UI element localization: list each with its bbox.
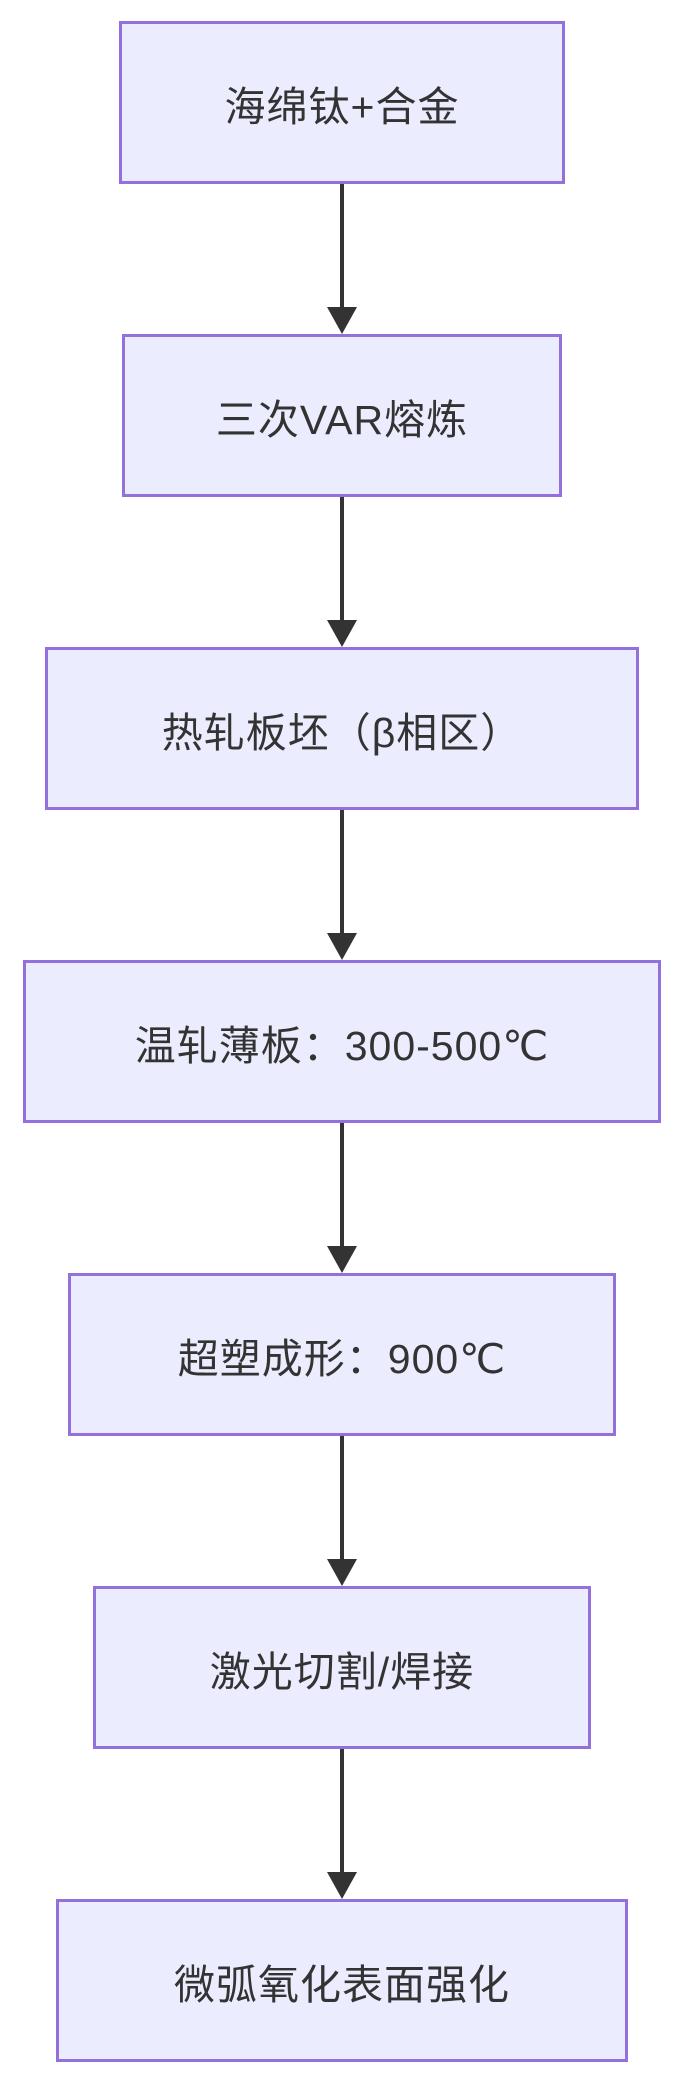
arrow-head-icon [327,307,357,334]
node-label: 超塑成形：900℃ [177,1335,507,1382]
flow-node-superplastic-forming: 超塑成形：900℃ [68,1273,616,1436]
flow-arrow-2 [326,497,358,647]
flow-node-laser-cutting-welding: 激光切割/焊接 [93,1586,591,1749]
flow-arrow-4 [326,1123,358,1273]
arrow-head-icon [327,933,357,960]
arrow-head-icon [327,1559,357,1586]
arrow-line [340,497,344,623]
node-label: 微弧氧化表面强化 [174,1961,510,2008]
arrow-line [340,810,344,936]
node-label: 激光切割/焊接 [209,1648,475,1695]
arrow-head-icon [327,1246,357,1273]
node-label: 海绵钛+合金 [224,83,460,130]
flow-arrow-1 [326,184,358,334]
node-label: 三次VAR熔炼 [215,396,469,443]
flow-node-micro-arc-oxidation: 微弧氧化表面强化 [56,1899,628,2062]
flow-node-triple-var-melting: 三次VAR熔炼 [122,334,562,497]
flow-node-hot-rolled-slab: 热轧板坯（β相区） [45,647,639,810]
arrow-line [340,184,344,310]
flow-arrow-3 [326,810,358,960]
node-label: 温轧薄板：300-500℃ [134,1022,550,1069]
arrow-line [340,1436,344,1562]
arrow-head-icon [327,1872,357,1899]
arrow-line [340,1749,344,1875]
arrow-line [340,1123,344,1249]
flow-node-sponge-titanium-alloy: 海绵钛+合金 [119,21,565,184]
flow-node-warm-rolled-sheet: 温轧薄板：300-500℃ [23,960,661,1123]
arrow-head-icon [327,620,357,647]
node-label: 热轧板坯（β相区） [161,709,523,756]
flow-arrow-6 [326,1749,358,1899]
flow-arrow-5 [326,1436,358,1586]
